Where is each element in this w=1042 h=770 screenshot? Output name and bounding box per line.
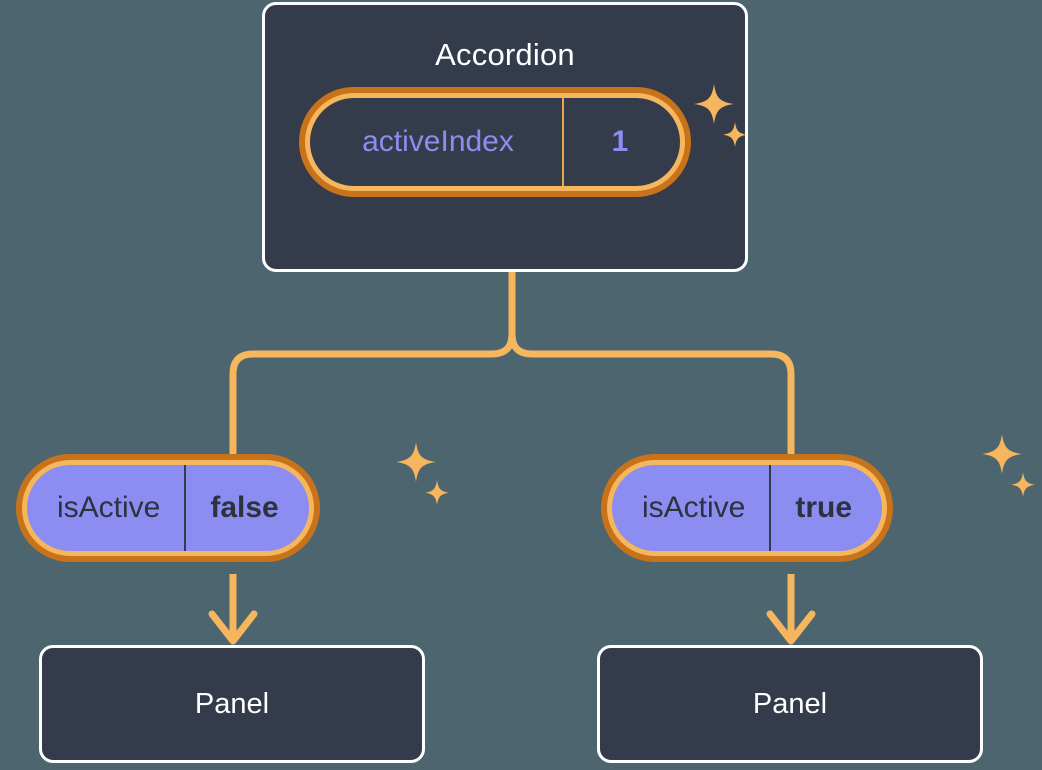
component-title-panel-left: Panel: [194, 687, 270, 720]
state-pill-is-active-false[interactable]: isActive false: [22, 460, 314, 556]
component-node-panel-left[interactable]: Panel: [39, 645, 425, 763]
state-pill-key: activeIndex: [362, 125, 514, 158]
sparkle-star-large: [396, 442, 436, 482]
connector-root-to-right: [508, 268, 795, 464]
arrow-down-icon-right: [766, 610, 816, 645]
state-pill-key: isActive: [57, 491, 161, 524]
sparkle-star-small: [425, 480, 449, 505]
sparkle-star-small: [1011, 472, 1035, 497]
state-pill-body[interactable]: isActive true: [607, 460, 888, 556]
state-pill-is-active-true[interactable]: isActive true: [607, 460, 888, 556]
arrow-down-icon-left: [208, 610, 258, 645]
state-pill-key: isActive: [642, 491, 746, 524]
component-title-accordion: Accordion: [435, 37, 575, 72]
sparkle-icon-right-pill: [982, 434, 1035, 497]
state-pill-value: false: [184, 465, 308, 551]
connector-root-to-left: [229, 268, 516, 464]
state-pill-value: 1: [562, 98, 680, 186]
state-pill-value: true: [769, 465, 882, 551]
sparkle-icon-left-pill: [396, 442, 449, 505]
component-title-panel-right: Panel: [752, 687, 828, 720]
state-pill-body[interactable]: activeIndex 1: [305, 93, 685, 191]
state-pill-active-index[interactable]: activeIndex 1: [305, 93, 685, 191]
component-node-panel-right[interactable]: Panel: [597, 645, 983, 763]
state-pill-body[interactable]: isActive false: [22, 460, 314, 556]
sparkle-star-large: [982, 434, 1022, 474]
